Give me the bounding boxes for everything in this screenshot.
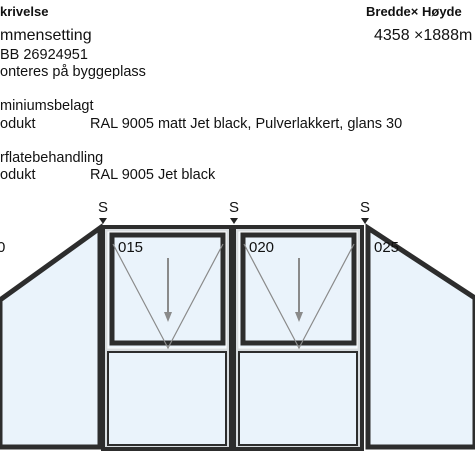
position-label-010: 0 [0, 239, 5, 256]
window-025-frame [365, 223, 475, 450]
section-title-aluminium: miniumsbelagt [0, 98, 94, 114]
product-note: onteres på byggeplass [0, 64, 146, 80]
position-label-025: 025 [374, 239, 399, 256]
section-marker-2: S [229, 199, 239, 216]
window-020-fixed-glass [238, 351, 358, 446]
marker-arrow-2 [230, 218, 238, 224]
product-code: BB 26924951 [0, 47, 88, 63]
section-key-surface: odukt [0, 167, 36, 183]
header-description: krivelse [0, 4, 49, 19]
section-key-aluminium: odukt [0, 116, 36, 132]
window-015-opening-indicator [112, 243, 224, 350]
section-title-surface: rflatebehandling [0, 150, 104, 166]
header-dimensions: Bredde× Høyde [366, 4, 462, 19]
section-marker-3: S [360, 199, 370, 216]
section-marker-1: S [98, 199, 108, 216]
window-010-frame [0, 223, 103, 450]
window-020-arrow-head [295, 312, 303, 322]
section-markers: S S S [98, 199, 370, 224]
position-label-020: 020 [249, 239, 274, 256]
window-015-arrow-head [164, 312, 172, 322]
section-value-surface: RAL 9005 Jet black [90, 167, 216, 183]
position-label-015: 015 [118, 239, 143, 256]
marker-arrow-3 [361, 218, 369, 224]
product-name: mmensetting [0, 27, 92, 44]
window-020 [232, 225, 364, 451]
product-dimensions: 4358 ×1888m [374, 27, 473, 44]
window-015-fixed-glass [107, 351, 227, 446]
window-010 [0, 223, 103, 450]
window-020-opening-indicator [243, 243, 355, 350]
marker-arrow-1 [99, 218, 107, 224]
window-015 [101, 225, 233, 451]
window-025 [365, 223, 475, 450]
section-value-aluminium: RAL 9005 matt Jet black, Pulverlakkert, … [90, 116, 403, 132]
